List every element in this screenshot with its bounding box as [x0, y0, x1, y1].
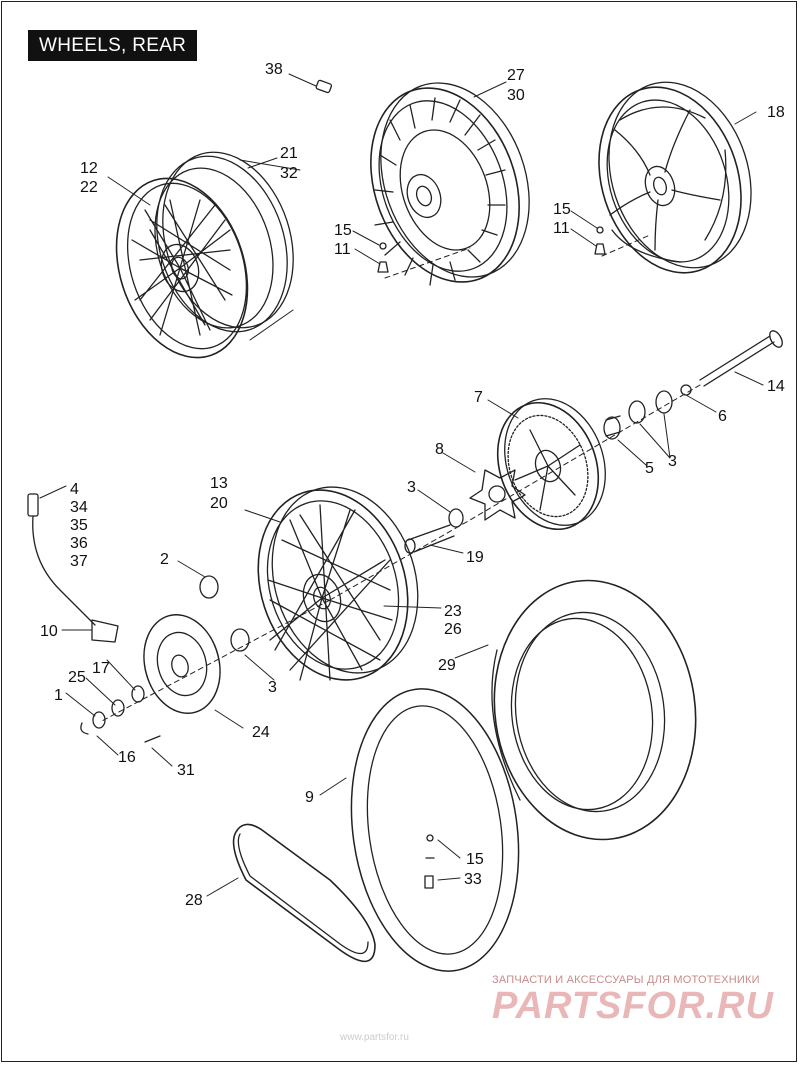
callout-17: 17: [92, 660, 110, 677]
diagram-title: WHEELS, REAR: [28, 30, 198, 61]
cast-wheel-18: [598, 81, 752, 274]
watermark-tagline: ЗАПЧАСТИ И АКСЕССУАРЫ ДЛЯ МОТОТЕХНИКИ: [492, 974, 760, 986]
callout-2: 2: [160, 551, 169, 568]
cast-wheel-27: [370, 82, 530, 286]
callout-20: 20: [210, 495, 228, 512]
callout-4: 4: [70, 481, 79, 498]
watermark-brand: PARTSFOR.RU: [492, 985, 774, 1027]
callout-35: 35: [70, 517, 88, 534]
tire: [491, 579, 697, 841]
bearings-spacers: [199, 390, 673, 652]
speed-sensor: [27, 493, 119, 643]
callout-8: 8: [435, 441, 444, 458]
callout-15c: 15: [466, 851, 484, 868]
callout-37: 37: [70, 553, 88, 570]
sprocket: [496, 398, 606, 531]
callout-5: 5: [645, 460, 654, 477]
callout-36: 36: [70, 535, 88, 552]
callout-9: 9: [305, 789, 314, 806]
callout-11b: 11: [553, 220, 570, 237]
callout-29: 29: [438, 657, 456, 674]
callout-10: 10: [40, 623, 58, 640]
callout-3c: 3: [268, 679, 277, 696]
callout-38: 38: [265, 61, 283, 78]
callout-11a: 11: [334, 241, 351, 258]
callout-7: 7: [474, 389, 483, 406]
valve-stems: [315, 79, 606, 273]
callout-28: 28: [185, 892, 203, 909]
callout-27: 27: [507, 67, 525, 84]
callout-22: 22: [80, 179, 98, 196]
callout-30: 30: [507, 87, 525, 104]
callout-23: 23: [444, 603, 462, 620]
callout-24: 24: [252, 724, 270, 741]
callout-25: 25: [68, 669, 86, 686]
callout-12: 12: [80, 160, 98, 177]
callout-16: 16: [118, 749, 136, 766]
callout-1: 1: [54, 687, 63, 704]
callout-26: 26: [444, 621, 462, 638]
callout-32: 32: [280, 165, 298, 182]
callout-18: 18: [767, 104, 785, 121]
center-lines: [99, 234, 701, 723]
callout-13: 13: [210, 475, 228, 492]
spoked-wheel-with-disc: [115, 151, 301, 359]
drive-belt: [232, 823, 376, 963]
cush-drive-rubber: [469, 469, 526, 521]
callout-15b: 15: [553, 201, 571, 218]
callout-31: 31: [177, 762, 195, 779]
callout-33: 33: [464, 871, 482, 888]
callout-3b: 3: [407, 479, 416, 496]
brake-rotor: [143, 614, 221, 714]
callout-34: 34: [70, 499, 88, 516]
callout-3a: 3: [668, 453, 677, 470]
callout-15a: 15: [334, 222, 352, 239]
callout-21: 21: [280, 145, 298, 162]
callout-14: 14: [767, 378, 785, 395]
callout-6: 6: [718, 408, 727, 425]
laced-rear-wheel: [257, 486, 419, 681]
leader-lines: [39, 73, 764, 897]
inner-tube: [350, 688, 520, 972]
watermark-footer: www.partsfor.ru: [339, 1032, 409, 1043]
callout-19: 19: [466, 549, 484, 566]
